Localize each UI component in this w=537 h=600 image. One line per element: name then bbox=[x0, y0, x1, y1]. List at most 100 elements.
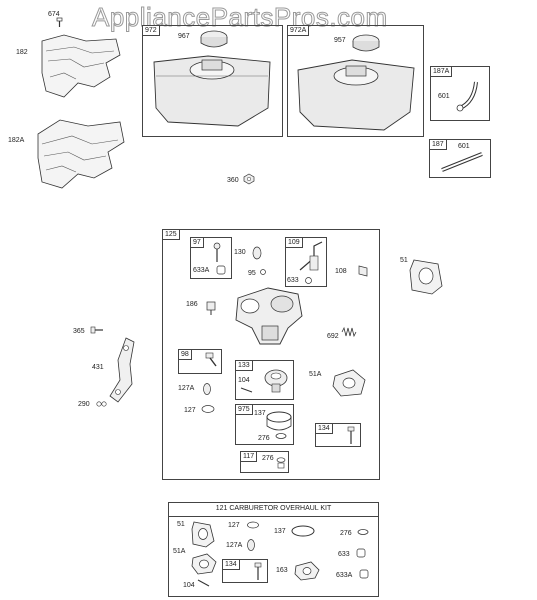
fuel-tank-972a-frame bbox=[287, 25, 424, 137]
screw-365-icon bbox=[90, 326, 103, 334]
label-633: 633 bbox=[287, 277, 299, 284]
kit-label-633: 633 bbox=[338, 551, 350, 558]
label-365: 365 bbox=[73, 328, 85, 335]
label-276b: 276 bbox=[262, 455, 274, 462]
label-674: 674 bbox=[48, 11, 60, 18]
bowl-gasket-137-icon bbox=[266, 411, 292, 431]
label-97: 97 bbox=[190, 237, 204, 248]
part-975-frame bbox=[235, 404, 294, 445]
label-186: 186 bbox=[186, 301, 198, 308]
bracket-431-icon bbox=[109, 337, 135, 403]
seal-633a-icon bbox=[216, 265, 226, 275]
label-125: 125 bbox=[162, 229, 180, 240]
part-133-frame bbox=[235, 360, 294, 400]
label-360: 360 bbox=[227, 177, 239, 184]
label-130: 130 bbox=[234, 249, 246, 256]
label-98: 98 bbox=[178, 349, 192, 360]
float-133-icon bbox=[264, 369, 288, 393]
kit-label-134: 134 bbox=[222, 559, 240, 570]
label-108: 108 bbox=[335, 268, 347, 275]
seal-633-icon bbox=[305, 277, 312, 284]
label-182a: 182A bbox=[8, 137, 25, 144]
label-187: 187 bbox=[429, 139, 447, 150]
fuel-cap-957-icon bbox=[352, 34, 380, 52]
kit-seal-633a-icon bbox=[359, 569, 369, 579]
nut-290-icon bbox=[96, 401, 107, 407]
label-134: 134 bbox=[315, 423, 333, 434]
overhaul-kit-title: 121 CARBURETOR OVERHAUL KIT bbox=[168, 502, 379, 517]
label-127a: 127A bbox=[178, 385, 195, 392]
kit-needle-134-icon bbox=[254, 562, 262, 580]
fuel-line-187-icon bbox=[441, 152, 483, 172]
label-633a: 633A bbox=[193, 267, 210, 274]
kit-gasket-163-icon bbox=[294, 561, 320, 581]
label-975: 975 bbox=[235, 404, 253, 415]
fuel-line-187-frame bbox=[429, 139, 491, 178]
spring-692-icon bbox=[341, 326, 357, 338]
kit-label-633a: 633A bbox=[336, 572, 353, 579]
fuel-line-187a-icon bbox=[456, 81, 478, 112]
governor-link-109-icon bbox=[299, 241, 323, 271]
label-95: 95 bbox=[248, 270, 256, 277]
kit-oring-276-icon bbox=[357, 529, 369, 535]
kit-bowl-gasket-137-icon bbox=[291, 525, 315, 537]
washer-130-icon bbox=[252, 246, 262, 260]
label-972: 972 bbox=[142, 25, 160, 36]
label-187a: 187A bbox=[430, 66, 453, 77]
label-692: 692 bbox=[327, 333, 339, 340]
kit-label-276: 276 bbox=[340, 530, 352, 537]
label-290: 290 bbox=[78, 401, 90, 408]
part-134-frame bbox=[315, 423, 361, 447]
label-957: 957 bbox=[334, 37, 346, 44]
label-51: 51 bbox=[400, 257, 408, 264]
label-431: 431 bbox=[92, 364, 104, 371]
part-98-frame bbox=[178, 349, 222, 374]
kit-label-51: 51 bbox=[177, 521, 185, 528]
kit-part-134-frame bbox=[222, 559, 268, 583]
watermark: AppliancePartsPros.com bbox=[92, 2, 388, 33]
carburetor-body-icon bbox=[235, 287, 303, 345]
label-972a: 972A bbox=[287, 25, 310, 36]
part-117-frame bbox=[240, 451, 289, 473]
label-133: 133 bbox=[235, 360, 253, 371]
fitting-186-icon bbox=[206, 301, 216, 315]
label-104: 104 bbox=[238, 377, 250, 384]
air-guide-182a-icon bbox=[37, 119, 125, 189]
gasket-51-icon bbox=[409, 259, 443, 295]
part-109-frame bbox=[285, 237, 327, 287]
screw-95-icon bbox=[260, 269, 266, 275]
kit-label-163: 163 bbox=[276, 567, 288, 574]
label-127: 127 bbox=[184, 407, 196, 414]
fuel-line-187a-frame bbox=[430, 66, 490, 121]
screw-674-icon bbox=[56, 17, 63, 27]
screw-97-icon bbox=[213, 242, 221, 262]
bushing-108-icon bbox=[358, 265, 368, 277]
label-51a: 51A bbox=[309, 371, 322, 378]
label-276a: 276 bbox=[258, 435, 270, 442]
fuel-cap-967-icon bbox=[200, 30, 228, 48]
kit-label-137: 137 bbox=[274, 528, 286, 535]
oring-276a-icon bbox=[275, 433, 287, 439]
kit-seal-633-icon bbox=[356, 548, 366, 558]
label-601b: 601 bbox=[458, 143, 470, 150]
kit-gasket-51a-icon bbox=[191, 553, 217, 575]
label-182: 182 bbox=[16, 49, 28, 56]
fuel-tank-972a-icon bbox=[297, 59, 415, 131]
overhaul-kit-frame bbox=[168, 502, 379, 597]
kit-gasket-51-icon bbox=[191, 521, 215, 548]
label-109: 109 bbox=[285, 237, 303, 248]
kit-label-104: 104 bbox=[183, 582, 195, 589]
needle-134-icon bbox=[347, 426, 355, 444]
nut-360-icon bbox=[243, 173, 255, 185]
label-137: 137 bbox=[254, 410, 266, 417]
air-guide-182-icon bbox=[41, 34, 121, 98]
washer-127a-icon bbox=[203, 383, 211, 395]
kit-washer-127a-icon bbox=[247, 539, 255, 551]
carburetor-125-frame bbox=[162, 229, 380, 480]
label-117: 117 bbox=[240, 451, 258, 462]
part-97-frame bbox=[190, 237, 232, 279]
screw-98-icon bbox=[205, 352, 217, 367]
label-601a: 601 bbox=[438, 93, 450, 100]
label-967: 967 bbox=[178, 33, 190, 40]
kit-label-127: 127 bbox=[228, 522, 240, 529]
